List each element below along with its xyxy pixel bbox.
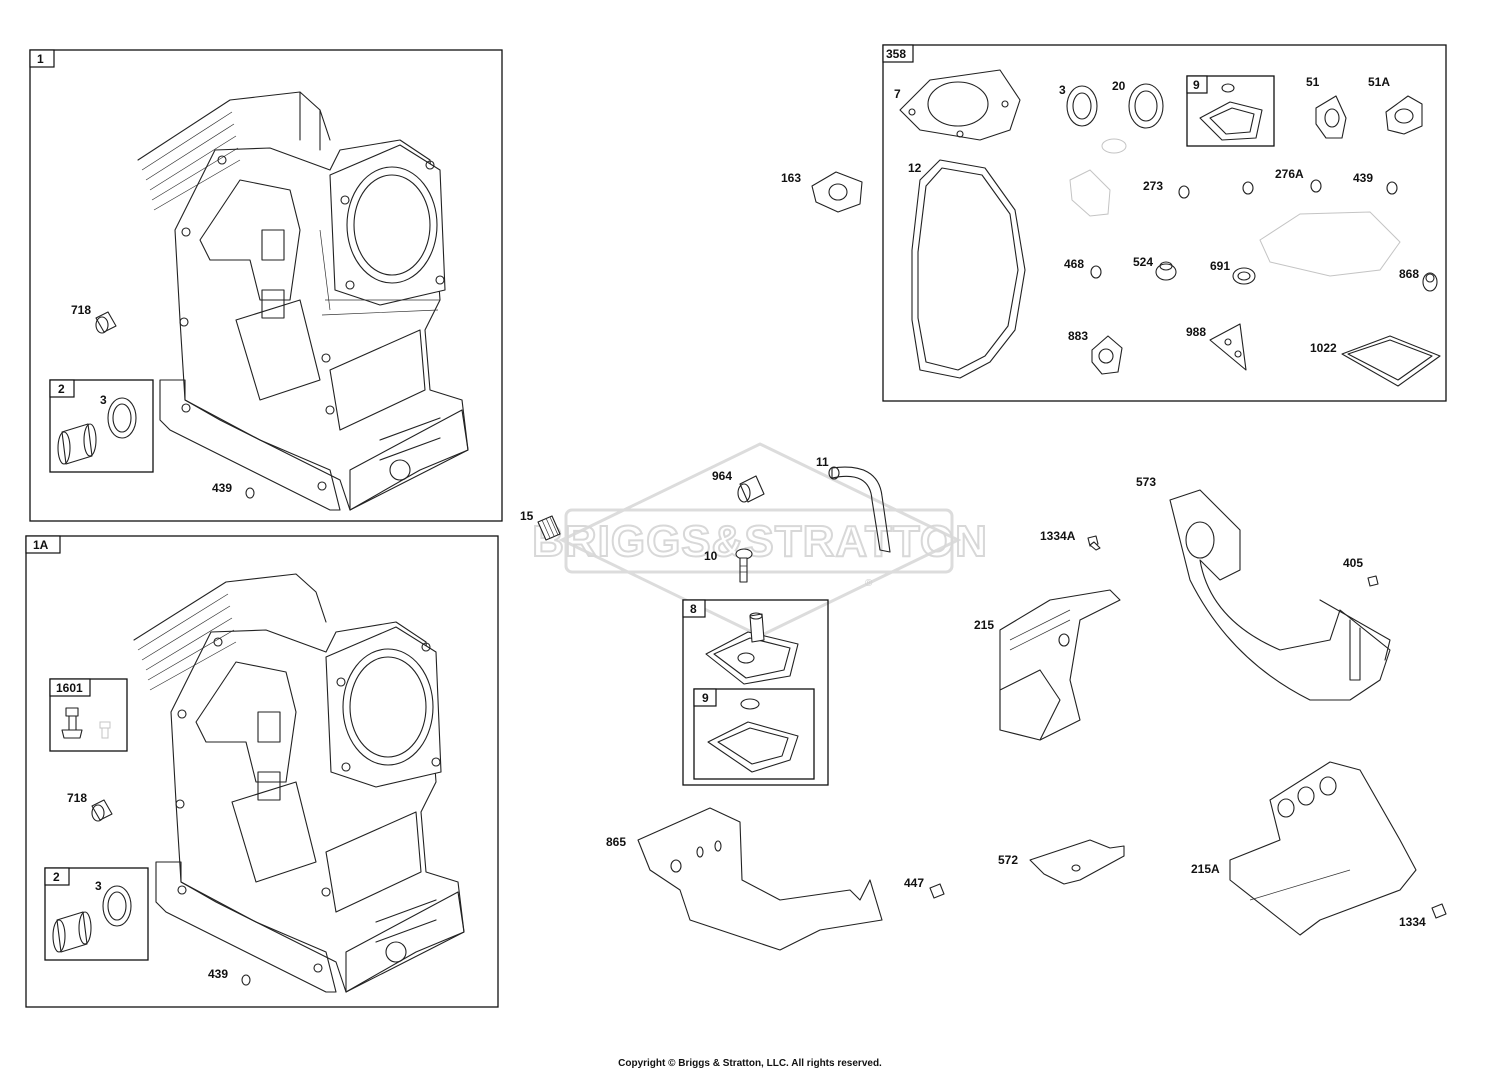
label-439-bottom: 439 bbox=[208, 967, 228, 981]
part-51-gasket: 51 bbox=[1306, 75, 1347, 139]
label-865: 865 bbox=[606, 835, 626, 849]
label-988: 988 bbox=[1186, 325, 1206, 339]
label-3-kit: 3 bbox=[1059, 83, 1066, 97]
label-718-top: 718 bbox=[71, 303, 91, 317]
assembly-box-2-bottom: 2 3 bbox=[44, 867, 149, 961]
label-468: 468 bbox=[1064, 257, 1084, 271]
part-1334-screw: 1334 bbox=[1399, 903, 1447, 929]
ghost-gasket-mid bbox=[1069, 169, 1111, 217]
part-691-seal: 691 bbox=[1210, 259, 1256, 285]
label-163: 163 bbox=[781, 171, 801, 185]
part-215-shroud: 215 bbox=[974, 589, 1121, 741]
watermark-brand: BRIGGS&STRATTON bbox=[532, 517, 988, 566]
label-215: 215 bbox=[974, 618, 994, 632]
part-215a-shroud: 215A bbox=[1191, 761, 1417, 936]
part-868-seal: 868 bbox=[1399, 267, 1438, 292]
label-883: 883 bbox=[1068, 329, 1088, 343]
assembly-box-1601: 1601 bbox=[49, 678, 128, 752]
part-20-seal: 20 bbox=[1112, 79, 1164, 129]
part-988-gasket: 988 bbox=[1186, 323, 1247, 371]
watermark-registered: ® bbox=[865, 578, 873, 589]
part-964-sleeve: 964 bbox=[712, 469, 765, 503]
washer-unlabeled bbox=[1242, 181, 1254, 195]
box-tag-1601: 1601 bbox=[56, 681, 83, 695]
label-276a: 276A bbox=[1275, 167, 1304, 181]
ghost-head-gasket bbox=[1259, 211, 1401, 277]
label-691: 691 bbox=[1210, 259, 1230, 273]
label-447: 447 bbox=[904, 876, 924, 890]
part-7-head-gasket: 7 bbox=[894, 69, 1021, 141]
brand-watermark: BRIGGS&STRATTON ® bbox=[531, 442, 988, 638]
box-tag-8: 8 bbox=[690, 602, 697, 616]
part-273-washer: 273 bbox=[1143, 179, 1190, 199]
label-273: 273 bbox=[1143, 179, 1163, 193]
label-215a: 215A bbox=[1191, 862, 1220, 876]
label-7: 7 bbox=[894, 87, 901, 101]
assembly-box-2-top: 2 3 bbox=[49, 379, 154, 473]
box-tag-2-bottom: 2 bbox=[53, 870, 60, 884]
label-1022: 1022 bbox=[1310, 341, 1337, 355]
part-573-housing: 573 bbox=[1136, 475, 1391, 701]
part-718-top: 718 bbox=[71, 303, 117, 334]
label-3-top: 3 bbox=[100, 393, 107, 407]
box-tag-2-top: 2 bbox=[58, 382, 65, 396]
label-868: 868 bbox=[1399, 267, 1419, 281]
copyright-notice: Copyright © Briggs & Stratton, LLC. All … bbox=[618, 1058, 882, 1069]
box-tag-9-cover: 9 bbox=[702, 691, 709, 705]
label-524: 524 bbox=[1133, 255, 1153, 269]
label-51: 51 bbox=[1306, 75, 1320, 89]
part-865-shroud: 865 bbox=[606, 807, 883, 951]
label-3-bottom: 3 bbox=[95, 879, 102, 893]
part-439-top: 439 bbox=[212, 481, 255, 499]
label-405: 405 bbox=[1343, 556, 1363, 570]
part-1334a-screw: 1334A bbox=[1040, 529, 1101, 551]
cylinder-block-drawing-top bbox=[137, 91, 469, 511]
label-439-kit: 439 bbox=[1353, 171, 1373, 185]
part-276a-washer: 276A bbox=[1275, 167, 1322, 193]
part-3-seal-kit: 3 bbox=[1059, 83, 1098, 127]
part-439-kit: 439 bbox=[1353, 171, 1398, 195]
box-tag-358: 358 bbox=[886, 47, 906, 61]
label-20: 20 bbox=[1112, 79, 1126, 93]
assembly-box-358: 358 7 3 20 9 bbox=[882, 44, 1447, 402]
label-573: 573 bbox=[1136, 475, 1156, 489]
label-439-top: 439 bbox=[212, 481, 232, 495]
part-439-bottom: 439 bbox=[208, 967, 251, 986]
part-572-bracket: 572 bbox=[998, 839, 1125, 885]
label-15: 15 bbox=[520, 509, 534, 523]
cylinder-block-drawing-bottom bbox=[133, 573, 465, 993]
assembly-box-1: 1 bbox=[29, 49, 503, 522]
part-718-bottom: 718 bbox=[67, 791, 113, 822]
part-12-crankcase-gasket: 12 bbox=[908, 159, 1026, 379]
label-11: 11 bbox=[816, 455, 829, 469]
part-10-breather: 10 bbox=[704, 548, 753, 583]
label-1334: 1334 bbox=[1399, 915, 1426, 929]
part-447-screw: 447 bbox=[904, 876, 945, 899]
assembly-box-9-cover: 9 bbox=[693, 688, 815, 780]
label-718-bottom: 718 bbox=[67, 791, 87, 805]
label-51a: 51A bbox=[1368, 75, 1390, 89]
assembly-box-8: 8 9 bbox=[682, 599, 829, 786]
part-405-screw: 405 bbox=[1343, 556, 1379, 587]
assembly-box-9-gasket: 9 bbox=[1186, 75, 1275, 147]
part-468-washer: 468 bbox=[1064, 257, 1102, 279]
box-tag-9-gasket: 9 bbox=[1193, 78, 1200, 92]
part-163-gasket: 163 bbox=[781, 171, 863, 213]
label-572: 572 bbox=[998, 853, 1018, 867]
box-tag-1a: 1A bbox=[33, 538, 49, 552]
box-tag-1: 1 bbox=[37, 52, 44, 66]
label-10: 10 bbox=[704, 549, 718, 563]
part-51a-gasket: 51A bbox=[1368, 75, 1423, 135]
label-964: 964 bbox=[712, 469, 732, 483]
ghost-ring bbox=[1101, 138, 1127, 154]
label-1334a: 1334A bbox=[1040, 529, 1076, 543]
part-524-plug: 524 bbox=[1133, 255, 1177, 281]
part-883-gasket: 883 bbox=[1068, 329, 1123, 375]
label-12: 12 bbox=[908, 161, 922, 175]
assembly-box-1a: 1A bbox=[25, 535, 499, 1008]
part-1022-oring: 1022 bbox=[1310, 335, 1441, 387]
part-15-plug: 15 bbox=[520, 509, 561, 541]
part-11-hose: 11 bbox=[816, 455, 891, 553]
